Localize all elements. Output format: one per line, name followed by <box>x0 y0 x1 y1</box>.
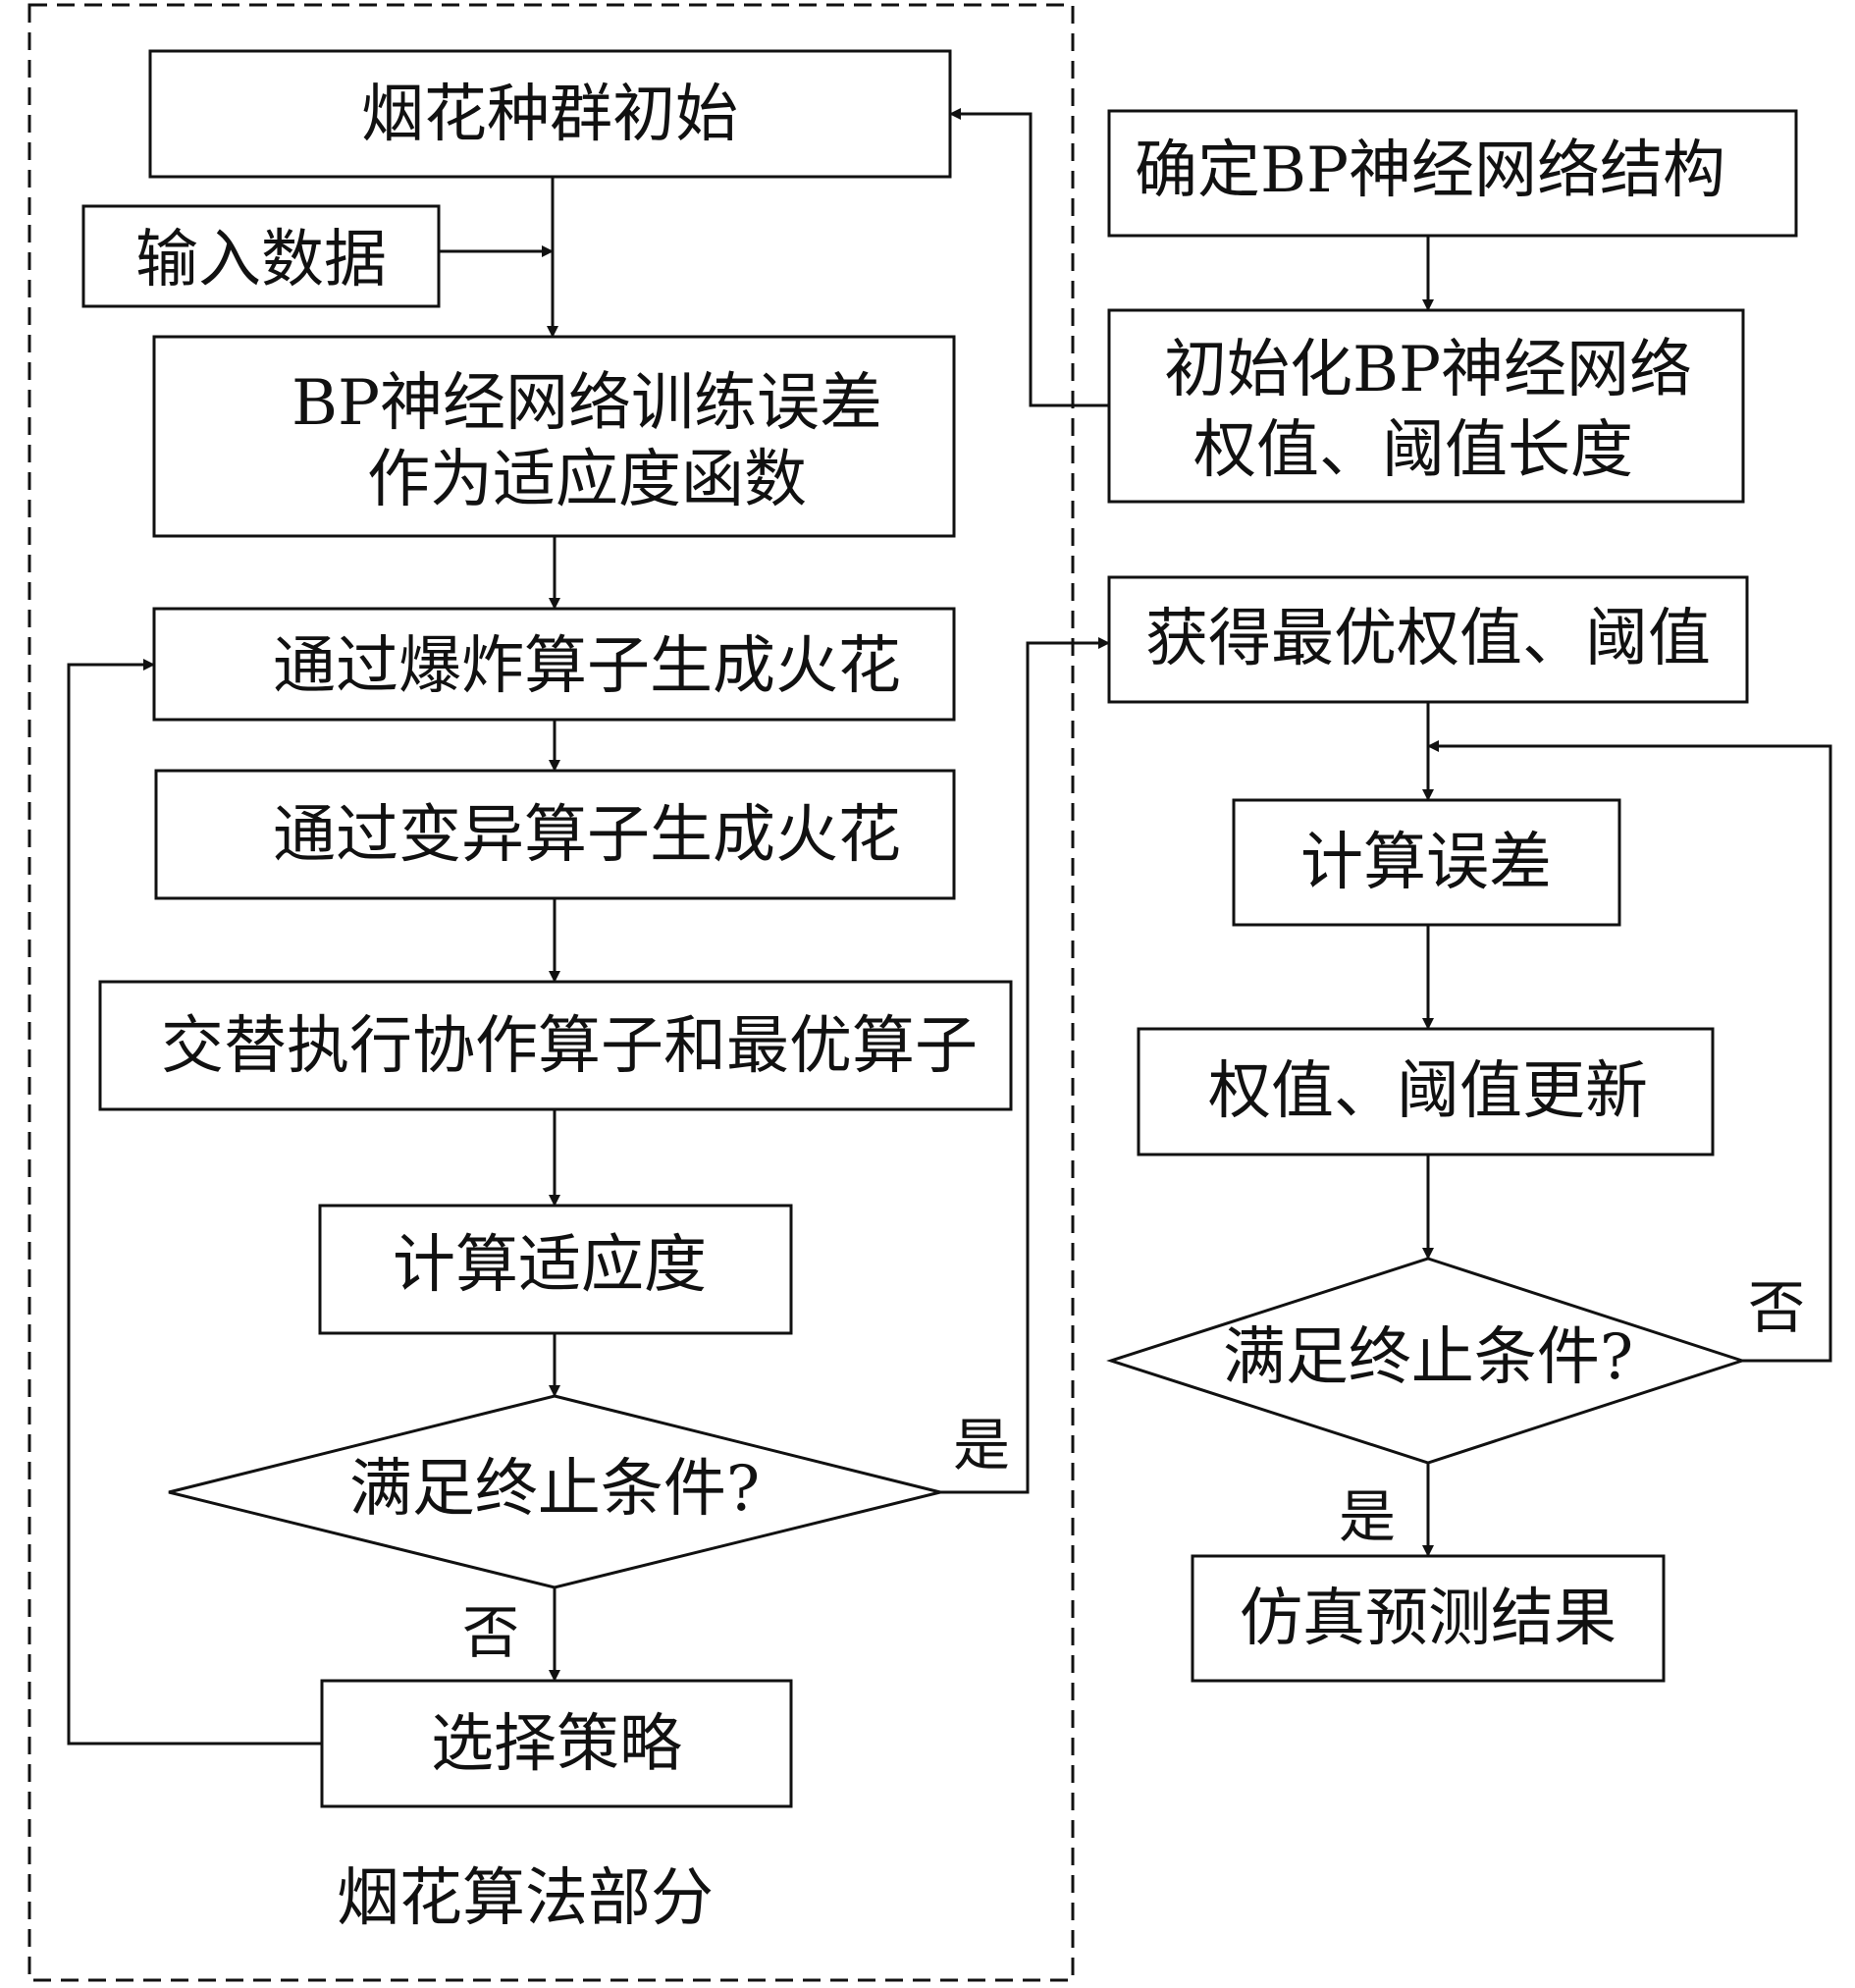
input-data-box <box>81 204 441 308</box>
calc-fitness-label: 计算适应度 <box>393 1229 707 1302</box>
prediction-result-label: 仿真预测结果 <box>1240 1583 1616 1655</box>
calc-error-label: 计算误差 <box>1300 827 1552 899</box>
bp-yes-label: 是 <box>1339 1483 1396 1550</box>
fitness-function-line1: BP神经网络训练误差 <box>292 367 882 440</box>
init-population-label: 烟花种群初始 <box>361 79 738 151</box>
explosion-operator-box <box>152 607 956 722</box>
explosion-operator-label: 通过爆炸算子生成火花 <box>273 630 901 703</box>
weights-update-label: 权值、阈值更新 <box>1208 1055 1648 1128</box>
arrow-bp-init-to-population <box>949 108 1109 407</box>
fwa-yes-label: 是 <box>953 1412 1010 1478</box>
best-weights-box <box>1107 575 1749 704</box>
arrow-decision-no-loop <box>1427 740 1832 1363</box>
fwa-no-label: 否 <box>462 1599 519 1666</box>
mutation-operator-box <box>154 769 956 900</box>
bp-structure-label: 确定BP神经网络结构 <box>1135 134 1725 207</box>
arrow-decision-yes-to-best-weights <box>940 637 1110 1494</box>
fwa-termination-label: 满足终止条件? <box>349 1453 760 1526</box>
alternate-operators-label: 交替执行协作算子和最优算子 <box>161 1010 978 1083</box>
bp-init-line1: 初始化BP神经网络 <box>1164 334 1692 406</box>
bp-init-line2: 权值、阈值长度 <box>1193 414 1633 487</box>
calc-error-box <box>1232 798 1621 927</box>
select-strategy-label: 选择策略 <box>431 1708 682 1781</box>
input-data-label: 输入数据 <box>135 224 387 296</box>
fireworks-group-label: 烟花算法部分 <box>337 1862 714 1935</box>
alternate-operators-box <box>98 980 1013 1111</box>
init-population-box <box>148 49 952 179</box>
bp-termination-label: 满足终止条件? <box>1223 1321 1633 1394</box>
best-weights-label: 获得最优权值、阈值 <box>1145 603 1711 675</box>
prediction-result-box <box>1191 1554 1666 1683</box>
bp-no-label: 否 <box>1748 1274 1805 1341</box>
mutation-operator-label: 通过变异算子生成火花 <box>273 799 901 872</box>
bp-init-box <box>1107 308 1745 504</box>
fitness-function-line2: 作为适应度函数 <box>367 444 807 516</box>
select-strategy-box <box>320 1679 793 1808</box>
weights-update-box <box>1137 1027 1715 1156</box>
bp-structure-box <box>1107 109 1798 238</box>
arrow-select-loop-to-explosion <box>67 659 322 1746</box>
